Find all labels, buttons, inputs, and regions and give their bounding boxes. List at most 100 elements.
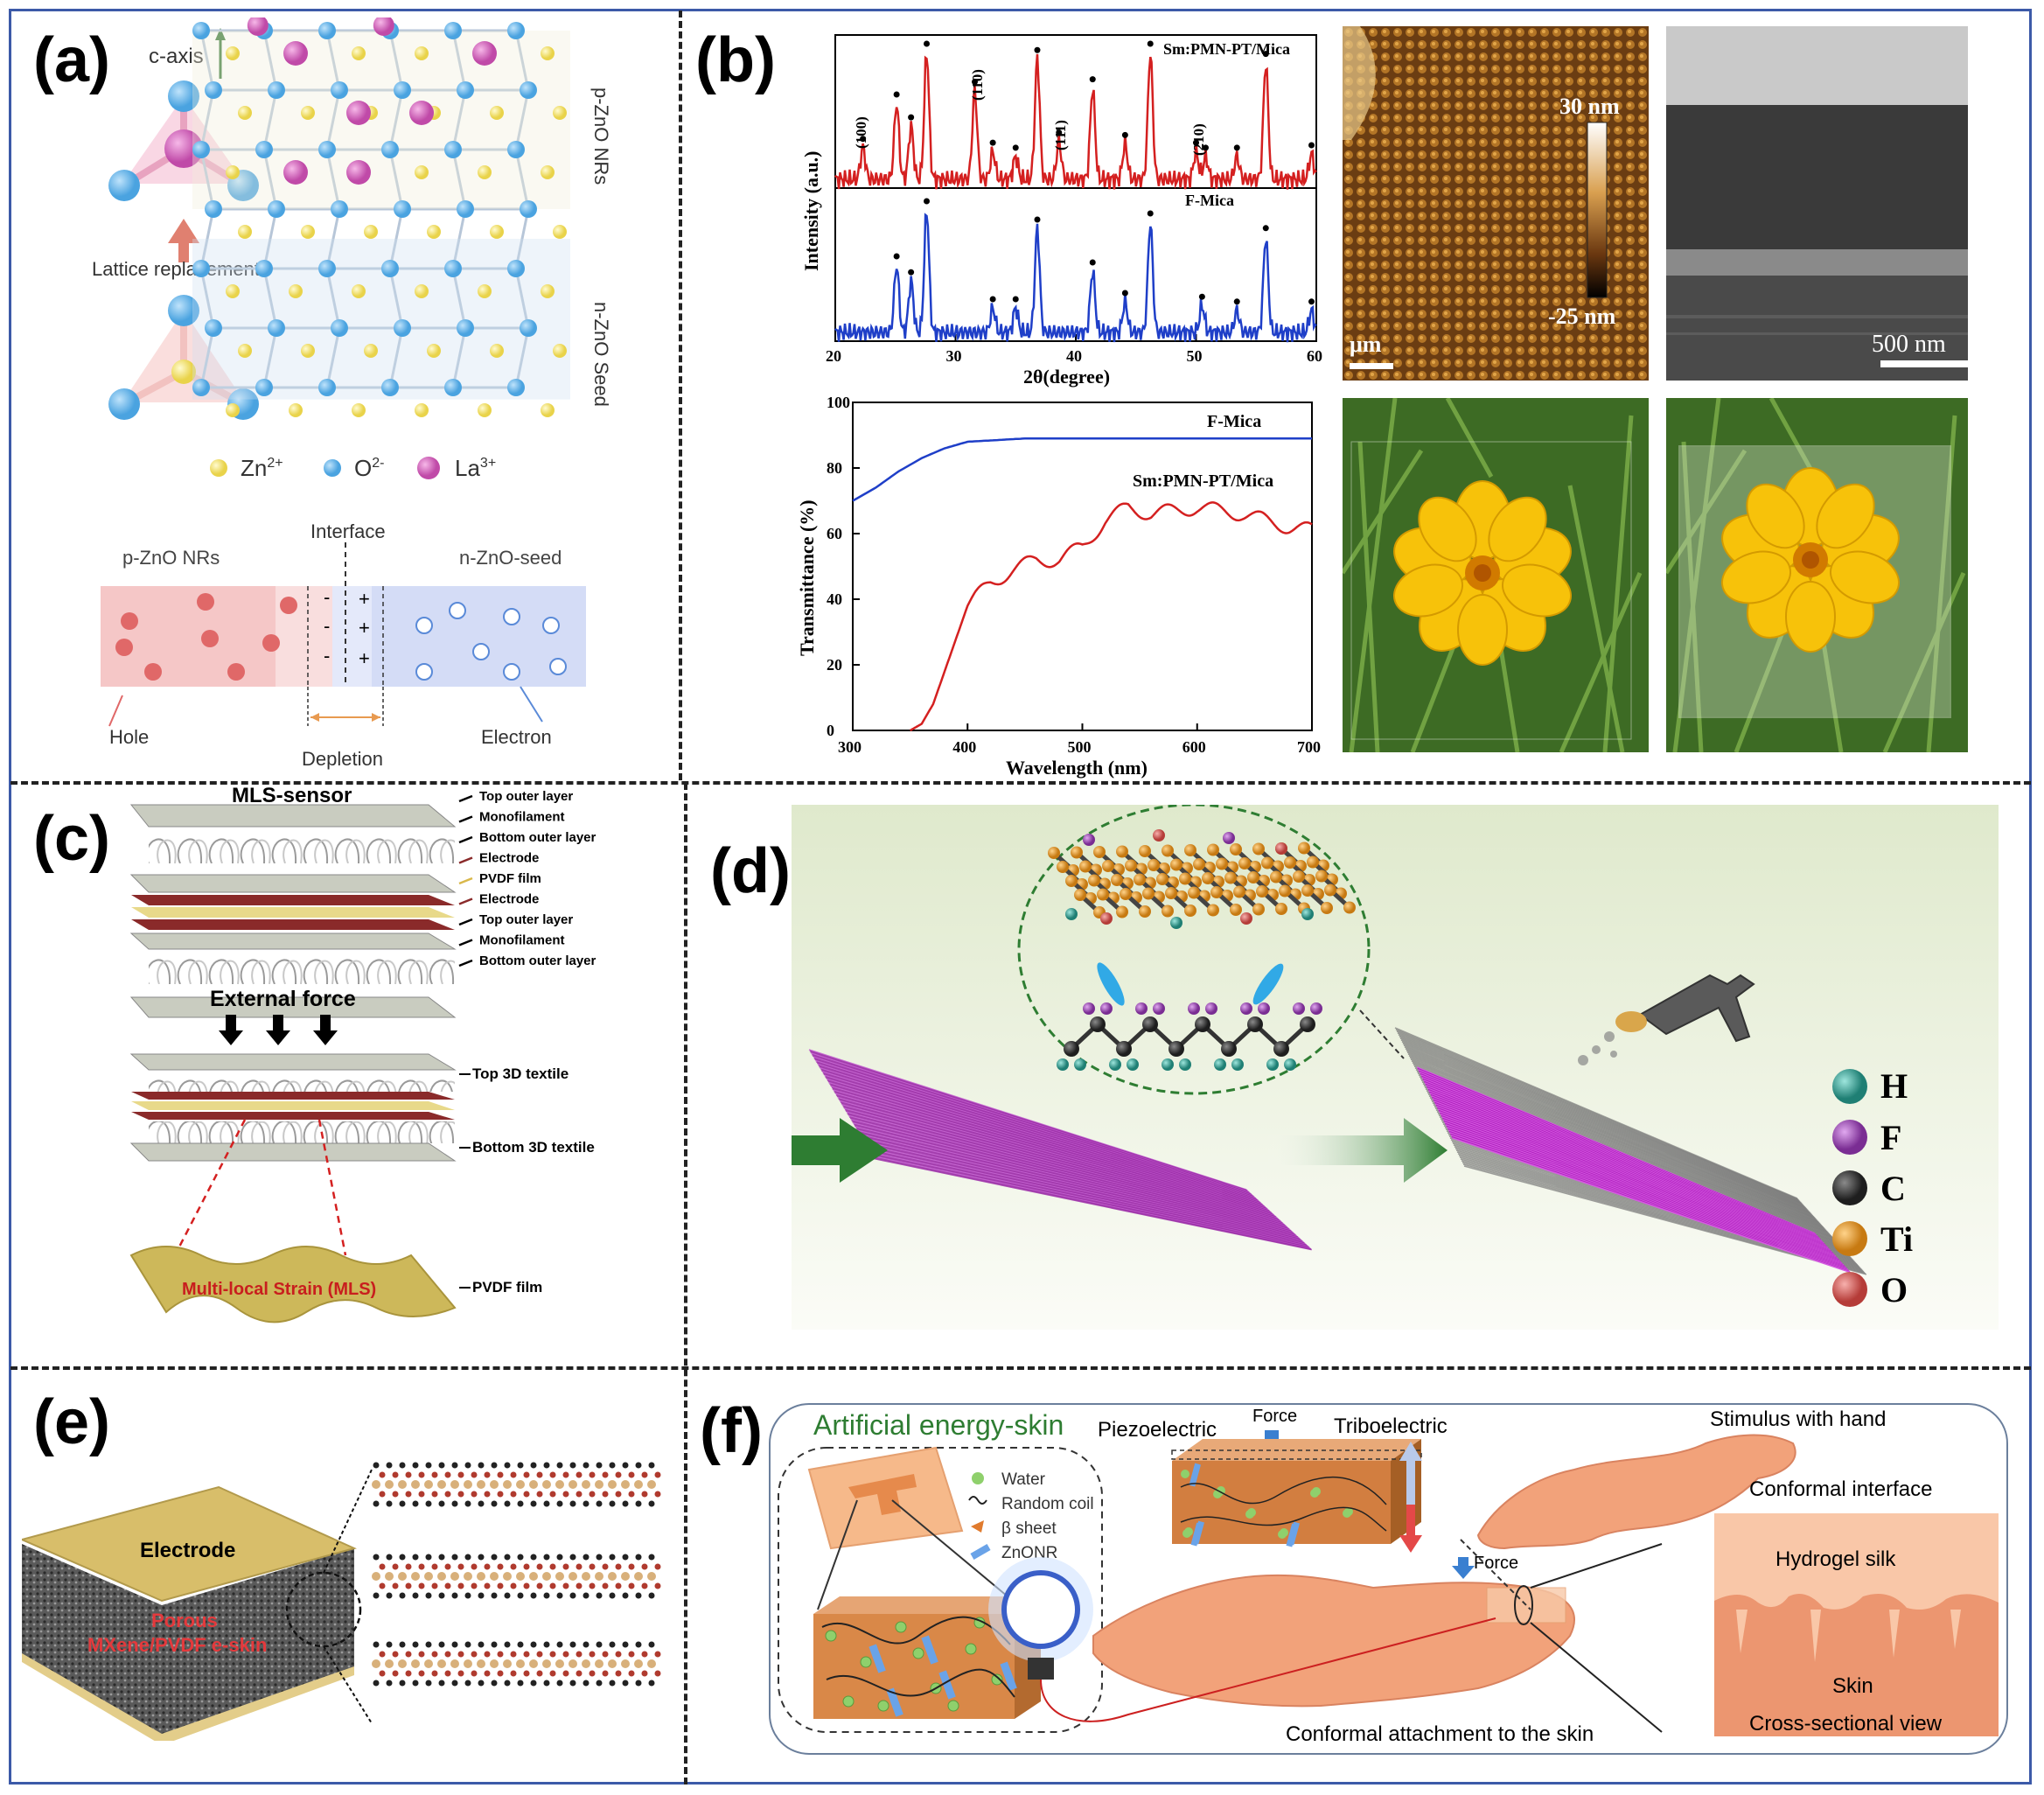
xrd-peak-marker: [1147, 210, 1154, 217]
xrd-x-tick-label: 20: [826, 347, 841, 365]
layer-label: Top outer layer: [479, 789, 573, 804]
xrd-y-label: Intensity (a.u.): [800, 150, 822, 271]
trans-x-tick-label: 700: [1297, 738, 1321, 756]
n-region-label: n-ZnO-seed: [459, 547, 562, 569]
legend-c: C: [1880, 1169, 1906, 1208]
xrd-peak-marker: [1121, 131, 1128, 138]
layer-label: Electrode: [479, 892, 539, 907]
force-mid-arrow: [1452, 1557, 1475, 1579]
xrd-peak-marker: [1034, 216, 1041, 223]
xrd-peak-110: (110): [969, 69, 986, 101]
interface-zoom-line-top: [1530, 1543, 1663, 1589]
bottom-electrode: [22, 1649, 354, 1741]
panel-label-d: (d): [710, 836, 791, 906]
trans-y-tick-label: 0: [827, 722, 834, 739]
xrd-peak-markers: [860, 40, 1315, 305]
xrd-peak-marker: [1308, 142, 1315, 149]
divider-horizontal-1: [10, 781, 2031, 785]
layer-pointer: [458, 815, 473, 823]
xrd-peak-marker: [989, 296, 996, 303]
xrd-series-sm-pmn-pt: [834, 53, 1317, 190]
xrd-peak-marker: [989, 139, 996, 146]
layer-pointer: [458, 835, 473, 844]
layer-label: Monofilament: [479, 810, 565, 825]
xrd-x-tick-label: 30: [946, 347, 962, 365]
xrd-peak-marker: [924, 40, 930, 47]
hole-label: Hole: [109, 726, 149, 748]
xrd-peak-marker: [1121, 290, 1128, 297]
sem-scale-bar: [1880, 360, 1968, 367]
hydrogel-silk-label: Hydrogel silk: [1775, 1547, 1896, 1571]
interface-zoom-line-bottom: [1530, 1622, 1663, 1733]
xrd-peak-marker: [1233, 298, 1240, 305]
depletion-n: [332, 586, 372, 687]
afm-scale-label: μm: [1350, 332, 1382, 357]
electrons: [415, 602, 567, 681]
xrd-peak-marker: [1198, 293, 1205, 300]
panel-label-e: (e): [33, 1387, 110, 1457]
xrd-peak-marker: [1262, 51, 1269, 58]
flower-icon: [1720, 467, 1901, 653]
layer-label: Bottom outer layer: [479, 953, 596, 968]
zoom-pointer: [1359, 1009, 1405, 1059]
xrd-peak-marker: [1089, 76, 1096, 83]
xrd-peak-marker: [1308, 298, 1315, 305]
layer-pointer: [458, 856, 473, 864]
figure-frame: [9, 9, 2032, 1785]
triboelectric-label: Triboelectric: [1334, 1414, 1448, 1438]
interface-zoom-ellipse: [1514, 1585, 1533, 1625]
layer-label: Bottom outer layer: [479, 830, 596, 845]
layer-label: PVDF film: [479, 871, 541, 886]
pvdf-film-wavy: [129, 1246, 457, 1324]
force-top-label: Force: [1252, 1407, 1297, 1426]
panel-d: H F C Ti O: [792, 805, 1999, 1330]
xrd-peak-marker: [1193, 139, 1199, 146]
legend-ti: Ti: [1880, 1219, 1913, 1259]
divider-vertical-top: [679, 10, 682, 780]
depletion-arrowhead-right: [372, 713, 380, 722]
inset-zoom-line-left: [817, 1499, 858, 1610]
layer-pointer: [458, 898, 473, 905]
trans-label-f-mica: F-Mica: [1207, 412, 1261, 431]
xrd-bottom-label: F-Mica: [1185, 192, 1234, 209]
legend-water: Water: [1001, 1470, 1046, 1489]
xrd-top-label: Sm:PMN-PT/Mica: [1163, 40, 1290, 58]
ion-legend: Zn2+ O2- La3+: [210, 455, 496, 481]
zoom-line-bottom: [323, 1645, 373, 1724]
process-arrow-middle: [1264, 1118, 1448, 1183]
xrd-peak-marker: [924, 198, 930, 205]
hydrogen-bonds: [1097, 962, 1284, 1006]
electrode-label: Electrode: [140, 1539, 235, 1562]
mxene-layer-structure: [372, 1462, 661, 1687]
legend-beta-sheet: β sheet: [1001, 1519, 1057, 1538]
layer-label: Monofilament: [479, 933, 565, 948]
afm-colorbar: [1587, 122, 1608, 298]
skin-label: Skin: [1832, 1674, 1873, 1698]
zoom-line-top: [323, 1469, 373, 1574]
flower-icon: [1392, 480, 1573, 666]
xrd-peak-100: (100): [853, 116, 869, 149]
xrd-peak-marker: [893, 253, 900, 260]
receiving-hand: [1092, 1574, 1575, 1708]
xrd-peak-marker: [893, 91, 900, 98]
flower-photo-right: [1666, 398, 1968, 752]
xrd-peak-marker: [1056, 129, 1063, 136]
divider-horizontal-2: [10, 1366, 2031, 1370]
xrd-peak-marker: [1089, 259, 1096, 266]
pvdf-chain: [1057, 1002, 1322, 1071]
xrd-peak-marker: [1203, 144, 1209, 151]
legend-o: O: [1880, 1270, 1908, 1310]
panel-label-c: (c): [33, 804, 110, 874]
p-region-label: p-ZnO NRs: [122, 547, 220, 569]
xrd-x-tick-label: 60: [1307, 347, 1322, 365]
minus-sign-2: -: [324, 615, 330, 637]
legend-h: H: [1880, 1066, 1908, 1106]
spray-gun-icon: [1578, 974, 1755, 1065]
trans-y-tick-label: 80: [827, 459, 842, 477]
trans-series-f-mica: [852, 437, 1312, 502]
plus-sign-2: +: [359, 617, 370, 639]
xrd-peak-marker: [860, 136, 867, 143]
